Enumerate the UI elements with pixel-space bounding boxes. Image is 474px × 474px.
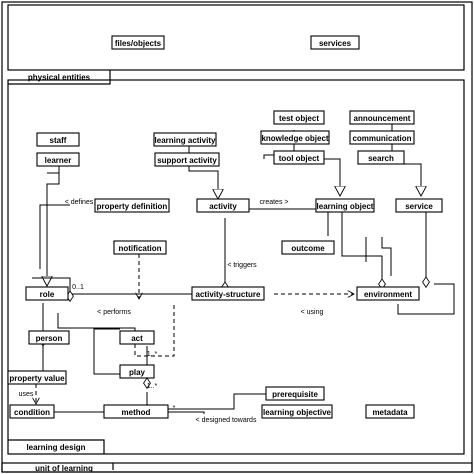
class-act[interactable]: act [119, 330, 155, 345]
label-mult-role: 0..1 [72, 284, 84, 291]
physical-entities-label: physical entities [28, 73, 91, 82]
label-performs: < performs [97, 309, 131, 316]
prerequisite-line [168, 390, 281, 410]
svg-text:activity-structure: activity-structure [196, 290, 261, 299]
physical-entities-tab [8, 70, 111, 85]
label-mult-play: 1..* [147, 383, 158, 390]
learning-object-environment [341, 212, 386, 291]
svg-text:metadata: metadata [372, 408, 408, 417]
svg-text:learning objective: learning objective [263, 408, 332, 417]
unit-of-learning-label: unit of learning [35, 464, 93, 473]
svg-text:communication: communication [352, 134, 411, 143]
svg-text:knowledge object: knowledge object [261, 134, 328, 143]
svg-text:services: services [319, 39, 352, 48]
svg-text:staff: staff [50, 136, 67, 145]
svg-text:support activity: support activity [157, 156, 217, 165]
svg-text:outcome: outcome [291, 244, 325, 253]
defines-line [39, 204, 70, 269]
label-defines: < defines [65, 199, 94, 206]
class-tool-object[interactable]: tool object [273, 150, 325, 165]
class-search[interactable]: search [357, 150, 405, 165]
unit-of-learning-bar [1, 462, 473, 473]
designed-towards-line [168, 411, 205, 414]
class-outcome[interactable]: outcome [281, 240, 335, 255]
outcome-environment-line [381, 237, 392, 276]
class-method[interactable]: method [103, 404, 169, 419]
class-notification[interactable]: notification [113, 240, 167, 255]
svg-text:person: person [36, 334, 63, 343]
label-uses: uses [19, 391, 34, 398]
class-learning-objective[interactable]: learning objective [261, 404, 333, 419]
svg-text:play: play [129, 368, 146, 377]
svg-text:announcement: announcement [354, 114, 411, 123]
label-triggers: < triggers [227, 262, 257, 269]
svg-text:learner: learner [45, 156, 72, 165]
svg-text:method: method [122, 408, 151, 417]
creates-line [248, 208, 329, 236]
svg-text:property definition: property definition [97, 202, 168, 211]
class-property-definition[interactable]: property definition [94, 198, 170, 213]
class-person[interactable]: person [28, 330, 70, 345]
class-boxes: files/objects services staff learner lea… [7, 35, 443, 419]
svg-text:notification: notification [118, 244, 161, 253]
class-property-value[interactable]: property value [7, 370, 67, 385]
label-using: < using [301, 309, 324, 316]
svg-text:files/objects: files/objects [115, 39, 162, 48]
class-role[interactable]: role [25, 286, 69, 301]
label-creates: creates > [260, 199, 289, 206]
staff-to-role-line [47, 159, 60, 286]
class-condition[interactable]: condition [9, 404, 55, 419]
act-to-activity-structure [134, 304, 175, 357]
label-designed-towards: < designed towards [196, 417, 257, 424]
learning-design-tab [8, 439, 105, 454]
role-self-aggregation [32, 277, 74, 303]
class-environment[interactable]: environment [356, 286, 420, 301]
svg-text:test object: test object [279, 114, 319, 123]
svg-text:act: act [131, 334, 143, 343]
physical-entities-frame [7, 4, 465, 71]
class-prerequisite[interactable]: prerequisite [265, 386, 325, 401]
class-support-activity[interactable]: support activity [154, 152, 220, 167]
connectors [32, 118, 455, 416]
svg-text:role: role [40, 290, 55, 299]
svg-text:learning activity: learning activity [155, 136, 216, 145]
class-metadata[interactable]: metadata [365, 404, 415, 419]
edge-labels: < defines creates > < triggers < perform… [19, 199, 324, 424]
environment-self-aggregation [397, 283, 455, 315]
svg-text:tool object: tool object [279, 154, 320, 163]
svg-text:condition: condition [14, 408, 50, 417]
class-communication[interactable]: communication [349, 130, 415, 145]
svg-text:environment: environment [364, 290, 412, 299]
class-test-object[interactable]: test object [273, 110, 325, 125]
class-learning-object[interactable]: learning object [315, 198, 375, 213]
learning-design-label: learning design [26, 443, 85, 452]
class-announcement[interactable]: announcement [349, 110, 415, 125]
svg-text:prerequisite: prerequisite [272, 390, 318, 399]
class-activity[interactable]: activity [196, 198, 250, 213]
svg-text:search: search [368, 154, 394, 163]
method-act-link [93, 328, 120, 375]
class-service[interactable]: service [395, 198, 443, 213]
class-learning-activity[interactable]: learning activity [153, 132, 217, 147]
label-mult-act: 1..* [147, 351, 158, 358]
svg-text:property value: property value [9, 374, 65, 383]
label-mult-method: * [173, 405, 176, 412]
class-knowledge-object[interactable]: knowledge object [260, 130, 330, 145]
class-activity-structure[interactable]: activity-structure [191, 286, 265, 301]
class-services-top[interactable]: services [310, 35, 360, 50]
svg-text:learning object: learning object [317, 202, 374, 211]
learning-design-frame [7, 79, 465, 455]
role-act-line [57, 313, 136, 331]
class-learner[interactable]: learner [36, 152, 80, 167]
class-files-objects[interactable]: files/objects [111, 35, 165, 50]
svg-text:service: service [405, 202, 433, 211]
class-staff[interactable]: staff [36, 132, 80, 147]
class-play[interactable]: play [119, 364, 155, 379]
svg-text:activity: activity [209, 202, 237, 211]
